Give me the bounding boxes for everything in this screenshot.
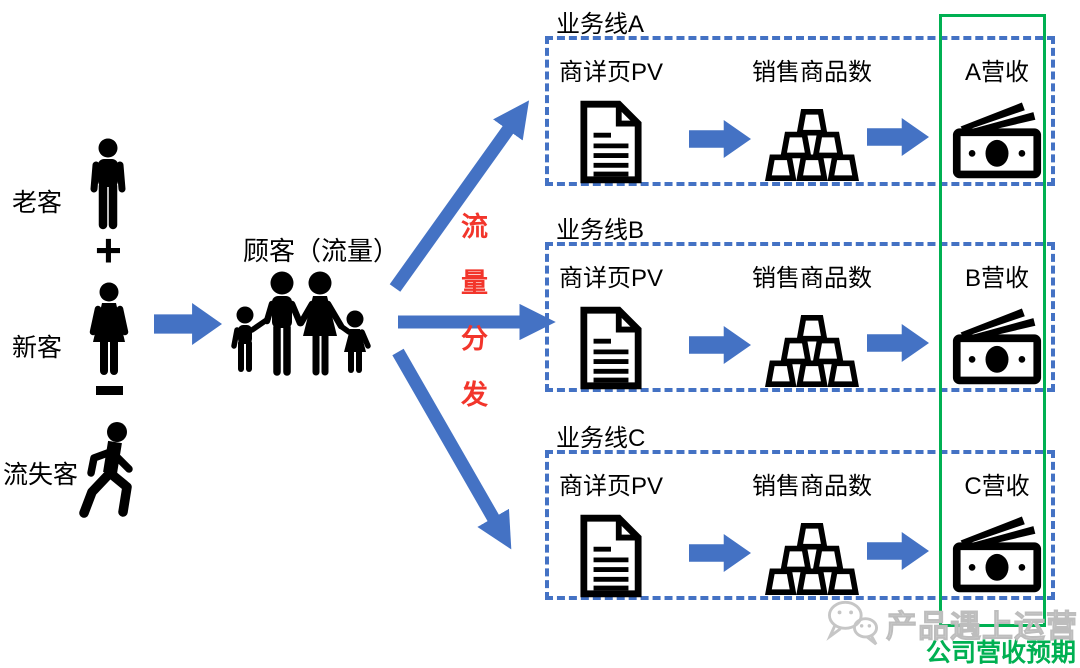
plus-operator: + (95, 224, 122, 276)
new-customer-label: 新客 (12, 334, 63, 362)
minus-operator (96, 386, 123, 395)
revenue-label: B营收 (964, 265, 1029, 292)
distribution-char: 发 (461, 380, 488, 410)
business-line-box: 商详页PV 销售商品数 (545, 36, 1055, 186)
distribution-char: 流 (461, 212, 488, 242)
right-arrow-icon (689, 326, 751, 364)
watermark: 产品遇上运营 (824, 598, 1078, 648)
document-icon (580, 100, 642, 184)
gold-bars-icon (765, 523, 859, 595)
distribution-arrows (389, 100, 556, 550)
money-icon (952, 102, 1042, 179)
right-arrow-icon (867, 324, 929, 362)
woman-standing-icon (89, 282, 129, 375)
revenue-label: C营收 (964, 473, 1030, 500)
business-line-title: 业务线B (556, 217, 645, 244)
distribution-char: 分 (461, 324, 488, 354)
business-line-c: 业务线C 商详页PV 销售商品数 (0, 416, 1080, 616)
business-line-box: 商详页PV 销售商品数 (545, 450, 1055, 600)
arrow-to-line-c (392, 348, 512, 550)
wechat-icon (826, 600, 878, 646)
business-line-a: 业务线A 商详页PV 销售商品数 (0, 2, 1080, 202)
distribution-char: 量 (461, 268, 488, 298)
money-icon (952, 308, 1042, 385)
family-icon (231, 271, 371, 376)
business-line-title: 业务线C (556, 425, 646, 452)
gold-bars-icon (765, 315, 859, 387)
right-arrow-icon (867, 118, 929, 156)
revenue-highlight-box (939, 14, 1046, 627)
right-arrow-icon (689, 120, 751, 158)
sales-label: 销售商品数 (752, 473, 872, 500)
business-line-b: 业务线B 商详页PV 销售商品数 (0, 208, 1080, 408)
pv-label: 商详页PV (559, 59, 664, 86)
document-icon (580, 306, 642, 390)
traffic-distribution-label: 流 量 分 发 (461, 214, 488, 409)
sales-label: 销售商品数 (752, 59, 872, 86)
pv-label: 商详页PV (559, 265, 664, 292)
hub-title: 顾客（流量） (243, 236, 400, 266)
money-icon (952, 516, 1042, 593)
churned-customer-label: 流失客 (3, 461, 79, 489)
business-line-title: 业务线A (556, 11, 645, 38)
document-icon (580, 514, 642, 598)
watermark-brand: 产品遇上运营 (886, 608, 1078, 644)
sales-label: 销售商品数 (752, 265, 872, 292)
man-walking-icon (79, 422, 133, 518)
right-arrow-icon (689, 534, 751, 572)
revenue-highlight-caption: 公司营收预期 (926, 639, 1077, 667)
man-standing-icon (90, 138, 126, 230)
business-line-box: 商详页PV 销售商品数 (545, 242, 1055, 392)
gold-bars-icon (765, 109, 859, 181)
arrow-to-line-a (389, 100, 530, 292)
old-customer-label: 老客 (12, 189, 63, 217)
revenue-label: A营收 (964, 59, 1029, 86)
pv-label: 商详页PV (559, 473, 664, 500)
right-arrow-icon (867, 532, 929, 570)
